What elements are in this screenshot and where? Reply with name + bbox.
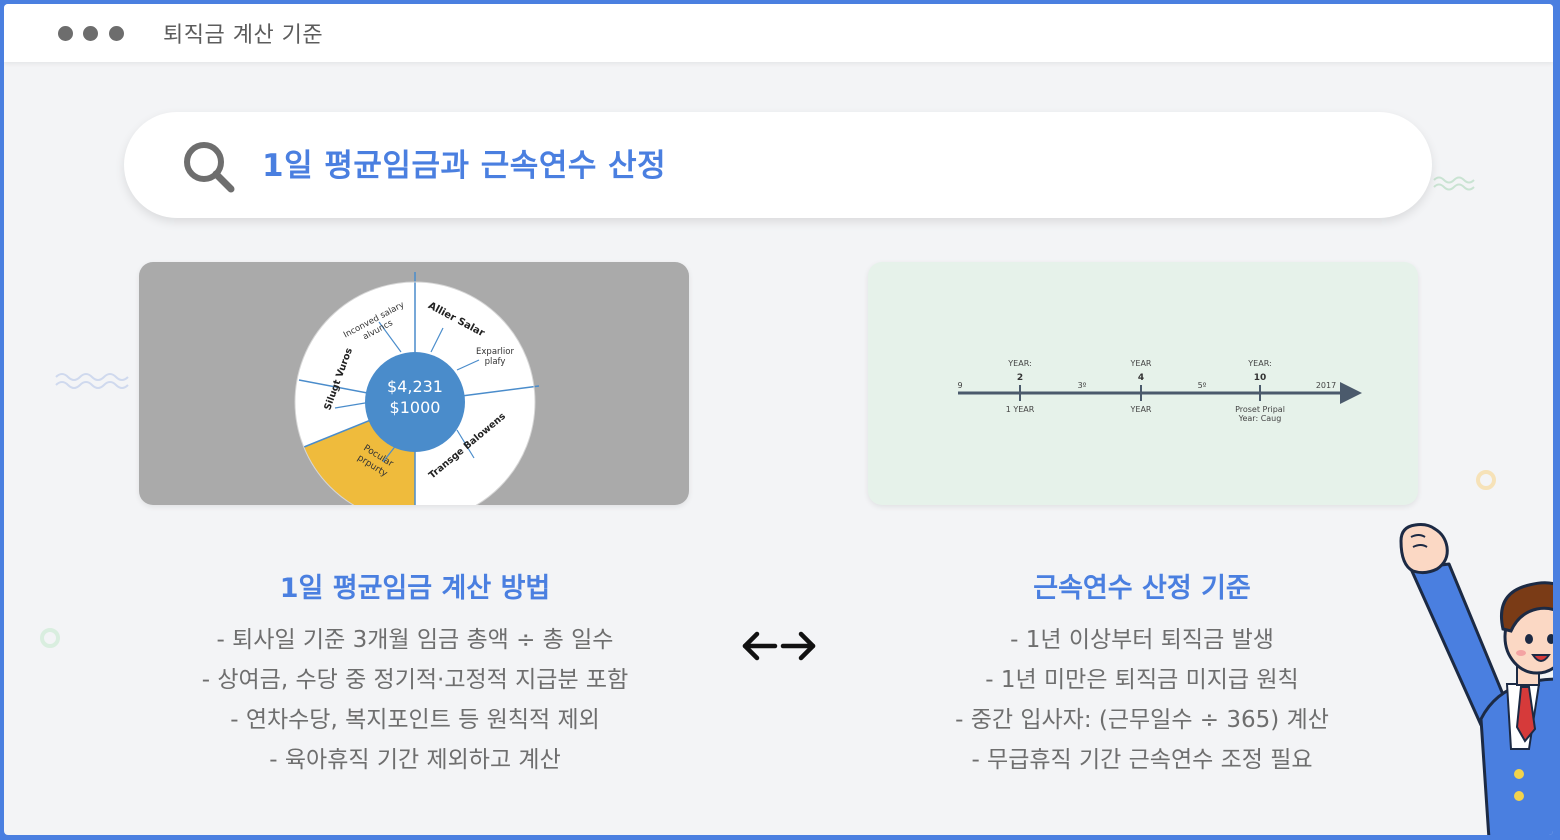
- right-section-list: - 1년 이상부터 퇴직금 발생 - 1년 미만은 퇴직금 미지급 원칙 - 중…: [862, 620, 1422, 780]
- window-dot-2[interactable]: [83, 26, 98, 41]
- pie-center-value-2: $1000: [390, 398, 441, 417]
- timeline-tick-1-value: 2: [1017, 373, 1023, 383]
- wave-decoration-icon: [1433, 176, 1475, 191]
- timeline-tick-2-value: 4: [1138, 373, 1144, 383]
- window-dot-1[interactable]: [58, 26, 73, 41]
- left-right-arrow-icon: [742, 631, 816, 661]
- timeline-tick-3-top: YEAR:: [1247, 359, 1271, 368]
- list-item: - 중간 입사자: (근무일수 ÷ 365) 계산: [955, 707, 1329, 733]
- left-section-list: - 퇴사일 기준 3개월 임금 총액 ÷ 총 일수 - 상여금, 수당 중 정기…: [135, 620, 695, 780]
- timeline-minor-label-2: 5º: [1198, 381, 1207, 390]
- timeline-tick-3-value: 10: [1254, 373, 1267, 383]
- list-item: - 상여금, 수당 중 정기적·고정적 지급분 포함: [201, 667, 629, 693]
- timeline-tick-3-bottom-1: Proset Pripal: [1235, 405, 1285, 414]
- left-section-heading: 1일 평균임금 계산 방법: [279, 573, 551, 604]
- ring-decoration-icon: [1476, 470, 1496, 490]
- list-item: - 퇴사일 기준 3개월 임금 총액 ÷ 총 일수: [216, 627, 614, 653]
- list-item: - 무급휴직 기간 근속연수 조정 필요: [971, 747, 1313, 773]
- window-title: 퇴직금 계산 기준: [163, 23, 324, 48]
- window-dot-3[interactable]: [109, 26, 124, 41]
- list-item: - 육아휴직 기간 제외하고 계산: [269, 747, 561, 773]
- search-title: 1일 평균임금과 근속연수 산정: [262, 148, 667, 184]
- pie-label-right-1: Exparlior: [476, 347, 514, 357]
- timeline-tick-1-bottom: 1 YEAR: [1006, 405, 1035, 414]
- timeline-end-label: 2017: [1316, 381, 1336, 390]
- timeline-tick-2-bottom: YEAR: [1130, 405, 1152, 414]
- timeline-arrow-head-icon: [1340, 382, 1362, 404]
- pie-illustration: $4,231 $1000 Inconved salary alvuncs All…: [294, 272, 540, 505]
- right-section-heading: 근속연수 산정 기준: [1033, 573, 1251, 604]
- timeline-tick-2-top: YEAR: [1130, 359, 1152, 368]
- timeline-tick-1-top: YEAR:: [1007, 359, 1031, 368]
- pie-label-right-2: plafy: [485, 357, 506, 367]
- cheering-businessman-icon: [1399, 523, 1553, 835]
- wave-decoration-icon: [55, 373, 129, 389]
- list-item: - 1년 미만은 퇴직금 미지급 원칙: [985, 667, 1299, 693]
- app-window: 퇴직금 계산 기준 1일 평균임금과 근속연수 산정: [4, 4, 1553, 835]
- list-item: - 연차수당, 복지포인트 등 원칙적 제외: [230, 707, 600, 733]
- salary-pie-image: $4,231 $1000 Inconved salary alvuncs All…: [139, 262, 689, 505]
- ring-decoration-icon: [40, 628, 60, 648]
- title-bar: 퇴직금 계산 기준: [4, 4, 1553, 62]
- timeline-tick-3-bottom-2: Year: Caug: [1238, 414, 1282, 423]
- pie-center-value-1: $4,231: [387, 377, 443, 396]
- timeline-minor-label-1: 3º: [1078, 381, 1087, 390]
- timeline-image: 9 2017 3º 5º YEAR: 2 1 YEAR YEAR 4 YEAR …: [868, 262, 1418, 505]
- list-item: - 1년 이상부터 퇴직금 발생: [1010, 627, 1274, 653]
- search-icon: [184, 142, 235, 193]
- pie-center: [365, 352, 465, 452]
- search-bar[interactable]: 1일 평균임금과 근속연수 산정: [124, 112, 1432, 218]
- timeline-illustration: 9 2017 3º 5º YEAR: 2 1 YEAR YEAR 4 YEAR …: [957, 359, 1362, 423]
- timeline-start-label: 9: [957, 381, 962, 390]
